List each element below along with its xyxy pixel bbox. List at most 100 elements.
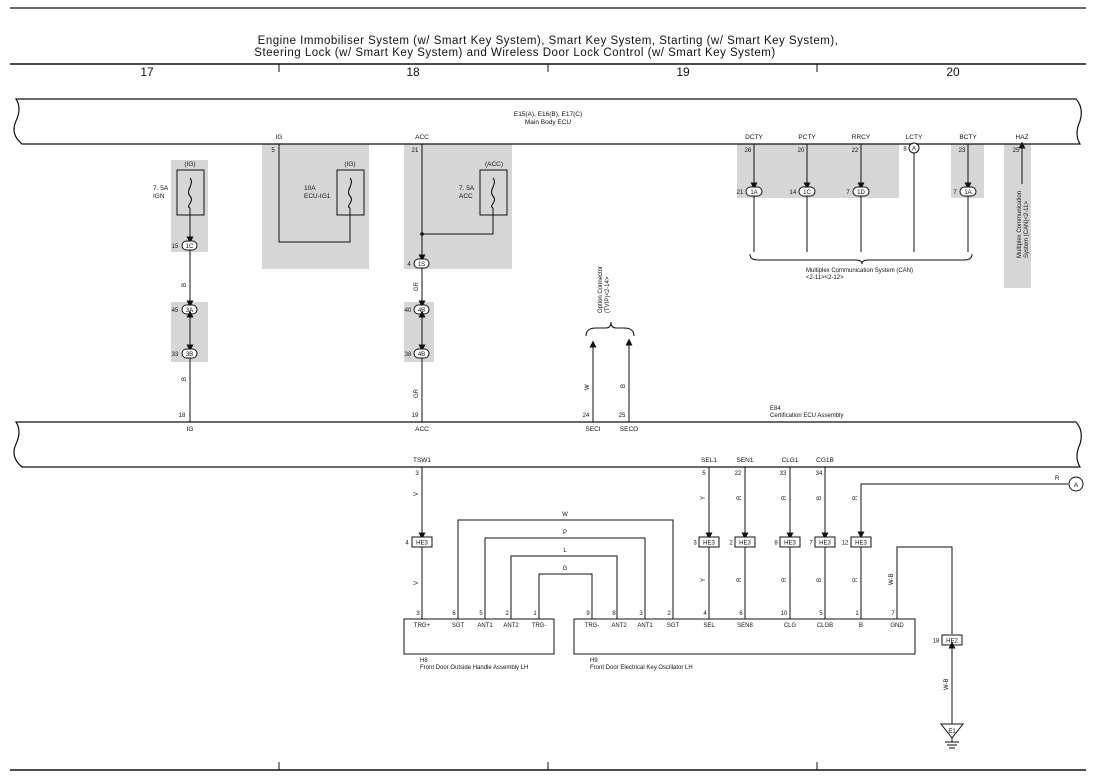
wire-color-gnd-b: W-B [944, 678, 950, 690]
column-number-19: 19 [676, 65, 690, 79]
wire-color-sel-b: Y [701, 578, 707, 582]
h9-pin-ant1: 3 [639, 611, 643, 617]
connector-3a-pin: 45 [172, 308, 179, 314]
he3-tsw1-label: HE3 [416, 541, 428, 547]
he3-sel-pin: 3 [693, 541, 697, 547]
pin-lcty: 8 [903, 147, 907, 153]
wire-color-ig-upper: B [182, 283, 188, 287]
wire-color-sen-b: R [737, 577, 743, 582]
wire-color-clgb-a: B [817, 496, 823, 500]
cert-pin-seco: 25 [619, 413, 626, 419]
h9-term-ant2: ANT2 [611, 623, 627, 629]
connector-1c-pin: 15 [172, 244, 179, 250]
h8-outside-handle [403, 618, 555, 655]
h8-pin-trgp: 3 [416, 611, 420, 617]
he2-gnd-pin: 18 [933, 639, 940, 645]
main-body-ecu-code: E15(A), E16(B), E17(C) [514, 111, 582, 118]
h9-term-ant1: ANT1 [637, 623, 653, 629]
wire-color-b-b: R [853, 577, 859, 582]
conn-rrcy-pin: 7 [846, 190, 850, 196]
terminal-pcty-label: PCTY [798, 134, 816, 141]
cert-pin-cg1b: 34 [816, 471, 823, 477]
cert-pin-sel1: 5 [702, 471, 706, 477]
fuse-ign-icon [188, 177, 192, 209]
he2-gnd-label: HE2 [946, 639, 958, 645]
he3-b-label: HE3 [855, 541, 867, 547]
pin-pcty: 20 [798, 148, 805, 154]
fuse-ecuig1-tag: (IG) [344, 161, 355, 168]
can-label-line2: <2-11><2-12> [806, 275, 844, 281]
certification-ecu [13, 421, 1082, 468]
wire-color-clg-b: R [782, 577, 788, 582]
cert-pin-tsw1: 3 [415, 471, 419, 477]
connector-1s-pin: 4 [407, 262, 411, 268]
fuse-acc-rating: 7. 5A [459, 185, 475, 192]
column-number-18: 18 [406, 65, 420, 79]
connector-3a-label: 3A [186, 308, 193, 314]
h9-term-sen8: SEN8 [737, 623, 753, 629]
loop-color-w: W [562, 512, 568, 518]
he3-b-pin: 12 [842, 541, 849, 547]
cert-term-seci: SECI [585, 426, 600, 433]
wire-color-seci: W [585, 384, 591, 390]
h9-term-trgm: TRG- [585, 623, 600, 629]
cert-ecu-name: Certification ECU Assembly [770, 413, 843, 419]
pin-bcty: 23 [959, 148, 966, 154]
h8-code: H8 [420, 658, 428, 664]
connector-4b-bot-pin: 38 [405, 352, 412, 358]
terminal-dcty-label: DCTY [745, 134, 763, 141]
cert-pin-acc: 19 [412, 413, 419, 419]
h9-pin-clg: 10 [781, 611, 788, 617]
wire-color-b-a: R [853, 495, 859, 500]
diagram-title-line1: Engine Immobiliser System (w/ Smart Key … [258, 35, 839, 47]
h9-pin-trgm: 9 [586, 611, 590, 617]
h8-term-ant2: ANT2 [503, 623, 519, 629]
wire-color-tsw1-b: V [414, 581, 420, 585]
fuse-acc-tag: (ACC) [485, 161, 503, 168]
h8-term-sgt: SGT [452, 623, 465, 629]
loop-color-g: G [563, 566, 568, 572]
he3-clgb-label: HE3 [819, 541, 831, 547]
wire-color-sen-a: R [737, 495, 743, 500]
terminal-bcty-label: BCTY [959, 134, 977, 141]
h8-term-trgm: TRG- [532, 623, 547, 629]
wire-color-seco: B [621, 384, 627, 388]
ground-icon [939, 723, 965, 739]
connector-1c-label: 1C [186, 244, 194, 250]
loop-color-p: P [563, 530, 567, 536]
cert-pin-ig: 18 [179, 413, 186, 419]
fuse-ign-tag: (IG) [184, 161, 195, 168]
pin-ig-5: 5 [271, 148, 275, 154]
he3-sen-pin: 2 [729, 541, 733, 547]
h9-key-oscillator [573, 618, 916, 655]
connector-4b-top-pin: 40 [405, 308, 412, 314]
conn-pcty-pin: 14 [790, 190, 797, 196]
pin-rrcy: 22 [852, 148, 859, 154]
haz-label-line1: Multiplex Communication [1017, 191, 1023, 258]
haz-label-line2: System (CAN)<2-11> [1024, 201, 1030, 258]
wire-color-tsw1-a: V [414, 492, 420, 496]
cert-term-tsw1: TSW1 [413, 457, 431, 464]
he3-clg-label: HE3 [784, 541, 796, 547]
conn-dcty-pin: 21 [737, 190, 744, 196]
main-body-ecu-name: Main Body ECU [525, 119, 572, 126]
h9-term-gnd: GND [890, 623, 904, 629]
cert-pin-clg1: 33 [780, 471, 787, 477]
h9-pin-sen8: 6 [739, 611, 743, 617]
he3-clgb-pin: 7 [809, 541, 813, 547]
fuse-ecuig1-icon [348, 177, 352, 209]
option-connector-line1: Option Connector [598, 266, 604, 313]
pin-dcty: 26 [745, 148, 752, 154]
connector-4b-top-label: 4B [418, 308, 425, 314]
pin-acc-21: 21 [412, 148, 419, 154]
cert-term-acc: ACC [415, 426, 429, 433]
h9-term-sgt: SGT [667, 623, 680, 629]
fuse-ign-rating: 7. 5A [153, 185, 169, 192]
h9-term-b: B [859, 623, 863, 629]
h9-name: Front Door Electrical Key Oscillator LH [590, 665, 693, 671]
h9-pin-clgb: 5 [819, 611, 823, 617]
wire-color-acc-upper: GR [414, 281, 420, 291]
wire-color-acc-lower: GR [414, 388, 420, 398]
h9-pin-b: 1 [855, 611, 859, 617]
cert-pin-seci: 24 [583, 413, 590, 419]
